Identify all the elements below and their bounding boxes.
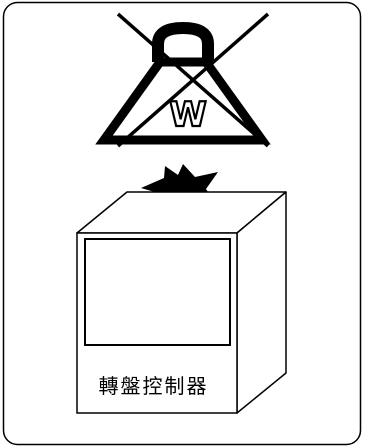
controller-label: 轉盤控制器 — [98, 373, 209, 398]
controller-screen — [84, 238, 231, 346]
weight-letter: W — [169, 95, 207, 135]
controller-box-icon — [76, 191, 287, 414]
cross-out-icon — [116, 12, 270, 148]
